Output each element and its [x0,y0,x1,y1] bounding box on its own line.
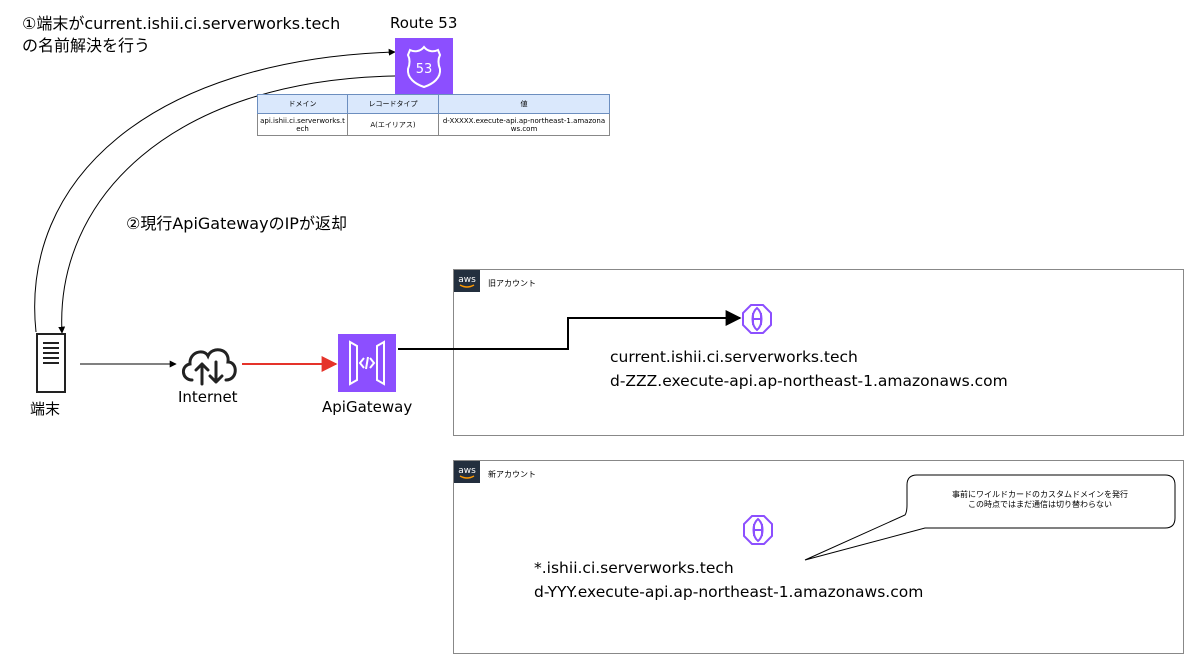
step1-arrow [34,48,396,333]
aws-logo-text: aws [458,275,476,285]
api-gateway-icon [338,334,396,392]
step2-arrow [58,75,396,334]
table-cell-record-type: A(エイリアス) [347,113,439,136]
note-text: 事前にワイルドカードのカスタムドメインを発行 この時点ではまだ通信は切り替わらな… [908,490,1172,510]
table-header-row: ドメイン レコードタイプ 値 [257,94,610,114]
step2-text: ②現行ApiGatewayのIPが返却 [126,214,347,233]
route53-record-table: ドメイン レコードタイプ 値 api.ishii.ci.serverworks.… [257,94,610,136]
note-line1: 事前にワイルドカードのカスタムドメインを発行 [952,490,1128,499]
new-domain-name: *.ishii.ci.serverworks.tech [534,559,734,577]
step1-line2: の名前解決を行う [22,36,151,55]
new-account-label: 新アカウント [488,470,536,479]
route53-shield-icon: 53 [395,38,453,96]
aws-logo-icon: aws [454,270,480,292]
custom-domain-icon [742,514,774,546]
aws-logo-icon: aws [454,461,480,483]
step1-text: ①端末がcurrent.ishii.ci.serverworks.tech の名… [22,13,340,57]
apigateway-to-old-domain-arrow [398,310,742,350]
table-header-value: 値 [438,94,610,114]
new-domain-target: d-YYY.execute-api.ap-northeast-1.amazona… [534,583,924,601]
terminal-label: 端末 [30,400,61,418]
old-domain-name: current.ishii.ci.serverworks.tech [610,348,858,366]
table-row: api.ishii.ci.serverworks.tech A(エイリアス) d… [257,113,610,136]
internet-cloud-icon [178,340,240,386]
api-gateway-label: ApiGateway [322,398,413,416]
internet-label: Internet [178,388,238,406]
table-cell-domain: api.ishii.ci.serverworks.tech [257,113,348,136]
aws-logo-text: aws [458,466,476,476]
note-line2: この時点ではまだ通信は切り替わらない [968,500,1112,509]
new-domain-text: *.ishii.ci.serverworks.tech d-YYY.execut… [534,556,923,604]
table-cell-value: d-XXXXX.execute-api.ap-northeast-1.amazo… [438,113,610,136]
old-account-label: 旧アカウント [488,279,536,288]
route53-title: Route 53 [390,14,458,32]
route53-icon-text: 53 [416,62,433,77]
terminal-server-icon [36,333,66,393]
old-domain-text: current.ishii.ci.serverworks.tech d-ZZZ.… [610,345,1008,393]
table-header-domain: ドメイン [257,94,348,114]
old-account-group: aws 旧アカウント [453,269,1184,436]
table-header-record-type: レコードタイプ [347,94,439,114]
old-domain-target: d-ZZZ.execute-api.ap-northeast-1.amazona… [610,372,1008,390]
custom-domain-icon [741,303,773,335]
step1-line1: ①端末がcurrent.ishii.ci.serverworks.tech [22,14,341,33]
note-callout [804,474,1176,561]
